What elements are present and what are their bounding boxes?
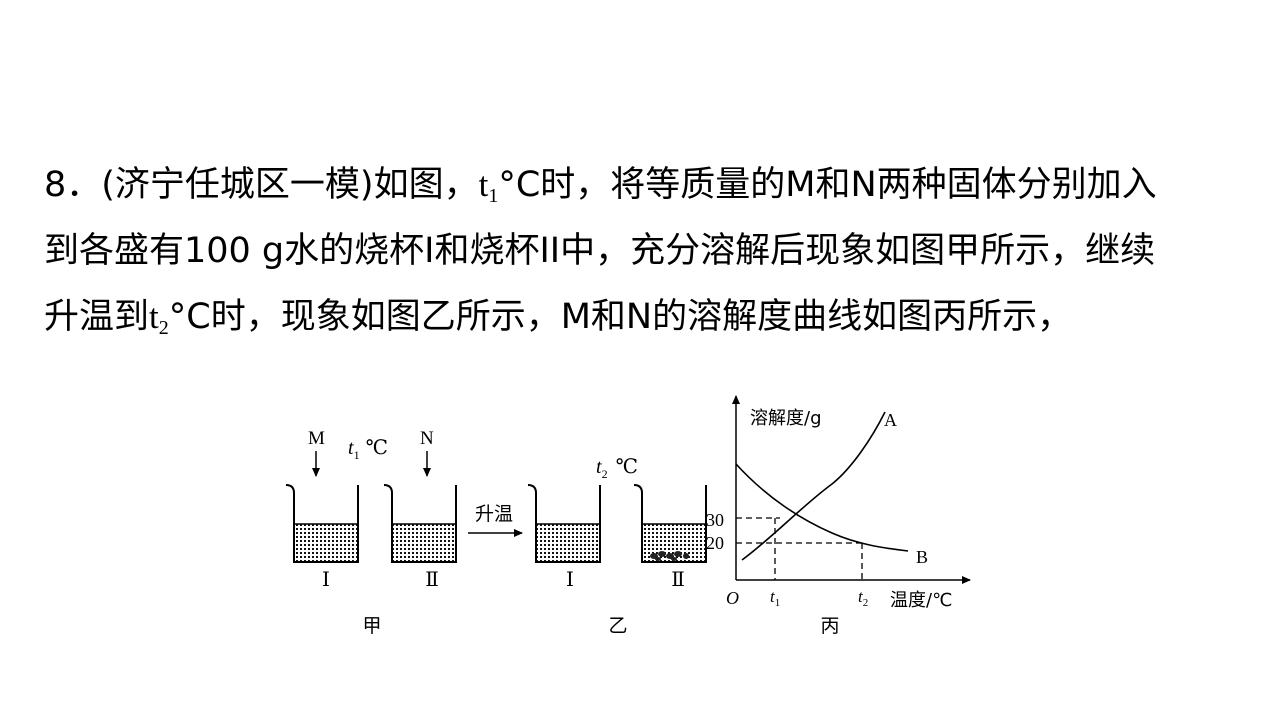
question-line-1: 8．(济宁任城区一模)如图，t1°C时，将等质量的M和N两种固体分别加入 [44,165,1157,207]
y-tick-30: 30 [706,510,724,530]
liquid [536,524,600,562]
label-n: N [420,428,434,449]
y-tick-20: 20 [706,533,724,553]
question-line-2: 到各盛有100 g水的烧杯I和烧杯II中，充分溶解后现象如图甲所示，继续 [44,231,1156,271]
question-text: 8．(济宁任城区一模)如图，t1°C时，将等质量的M和N两种固体分别加入 到各盛… [44,152,1244,350]
liquid [392,524,456,562]
beaker-label-2: Ⅱ [671,569,685,591]
beaker-label-1: Ⅰ [566,569,574,591]
curve-a [741,411,886,561]
beaker-label-2: Ⅱ [425,569,439,591]
beaker-outline [285,484,359,563]
temp-t1: t1 [478,165,499,207]
guide-lines [736,517,863,580]
beaker-outline [383,484,457,563]
heating-arrow: 升温 [468,503,523,537]
figure-yi: t2℃ Ⅰ Ⅱ 乙 [527,456,707,637]
origin-label: O [726,588,739,608]
figure-bing: 溶解度/g 温度/℃ O 30 20 t1 t2 A B 丙 [706,395,971,637]
undissolved-solid [650,551,689,561]
figure-jia: M t1℃ N Ⅰ Ⅱ 甲 [285,428,457,637]
temp-t2: t2 [149,297,169,339]
caption-yi: 乙 [608,615,627,637]
beaker-outline [527,484,601,563]
label-m: M [308,428,325,449]
x-axis-label: 温度/℃ [890,590,952,611]
y-axis-label: 溶解度/g [750,408,822,429]
question-line-3: 升温到t2°C时，现象如图乙所示，M和N的溶解度曲线如图丙所示， [44,297,1073,339]
beaker-jia-2 [383,484,457,563]
x-tick-t1: t1 [770,587,780,609]
curve-b [735,463,909,552]
beaker-label-1: Ⅰ [322,569,330,591]
heating-label: 升温 [475,503,513,525]
liquid [294,524,358,562]
curve-b-label: B [916,547,928,567]
x-tick-t2: t2 [858,587,868,609]
beaker-outline [633,484,707,563]
temp-label-t2: t2℃ [596,456,638,481]
beaker-jia-1 [285,484,359,563]
beaker-yi-1 [527,484,601,563]
caption-bing: 丙 [820,615,839,637]
caption-jia: 甲 [362,615,381,637]
experiment-figure: M t1℃ N Ⅰ Ⅱ 甲 升温 t2℃ [285,395,971,637]
beaker-yi-2 [633,484,707,563]
curve-a-label: A [884,410,897,430]
temp-label-t1: t1℃ [348,437,388,462]
